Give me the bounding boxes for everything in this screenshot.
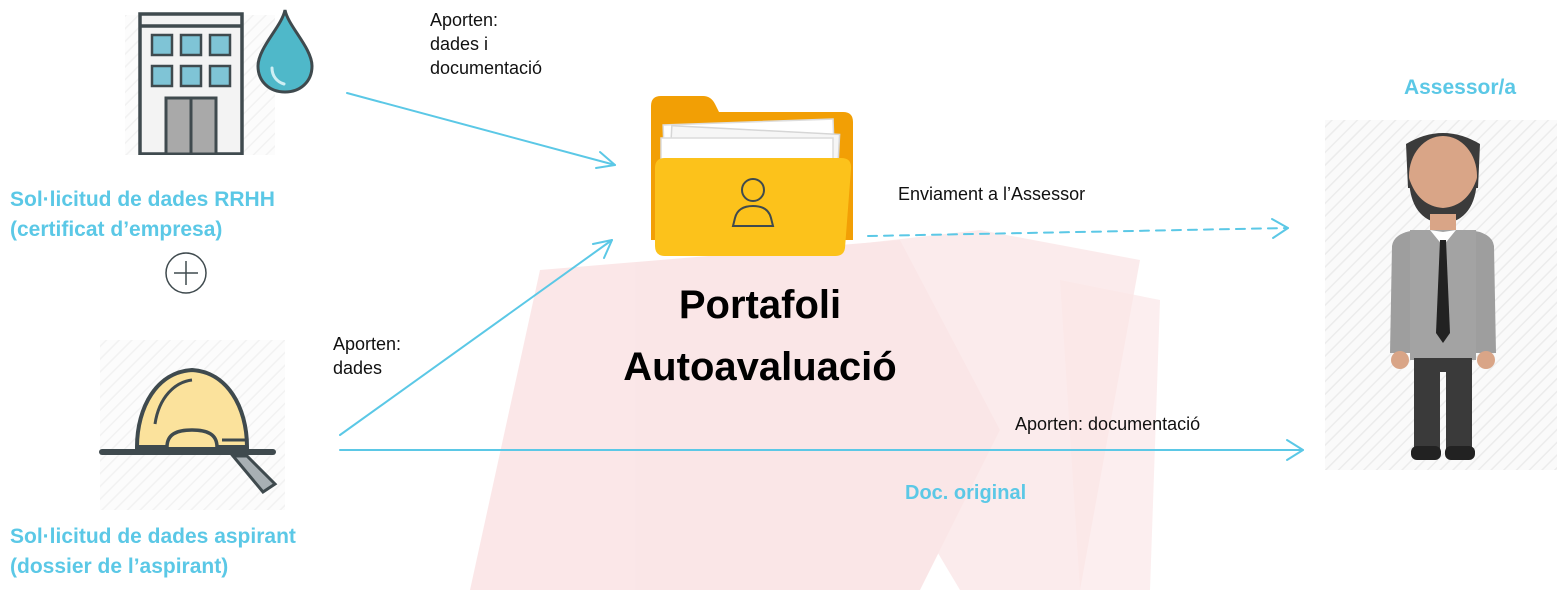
arrow-aspirant-to-portfolio <box>339 239 613 436</box>
plus-circle-icon <box>165 252 207 294</box>
flow-label-aspirant-to-portfolio: Aporten: dades <box>333 334 402 378</box>
rrhh-request-label: Sol·licitud de dades RRHH (certificat d’… <box>10 188 275 241</box>
arrow-portfolio-to-assessor <box>867 218 1289 239</box>
man-with-tie-icon <box>1390 133 1496 460</box>
assessor-label: Assessor/a <box>1403 76 1517 99</box>
portfolio-title-line2: Autoavaluació <box>623 345 897 389</box>
portfolio-title-line1: Portafoli <box>678 283 842 327</box>
arrow-rrhh-to-portfolio <box>346 92 616 169</box>
flow-label-rrhh-to-portfolio: Aporten: dades i documentació <box>430 10 543 78</box>
hard-hat-icon <box>99 367 278 494</box>
watermark-logo <box>470 230 1160 590</box>
aspirant-request-label: Sol·licitud de dades aspirant (dossier d… <box>10 525 296 578</box>
flow-caption-original-doc: Doc. original <box>905 482 1027 504</box>
flow-label-aspirant-to-assessor: Aporten: documentació <box>1015 414 1201 434</box>
water-drop-icon <box>256 9 314 94</box>
arrow-aspirant-to-assessor <box>339 439 1304 461</box>
user-folder-icon <box>651 96 853 256</box>
office-building-icon <box>138 12 244 155</box>
flow-label-portfolio-to-assessor: Enviament a l’Assessor <box>898 184 1086 204</box>
